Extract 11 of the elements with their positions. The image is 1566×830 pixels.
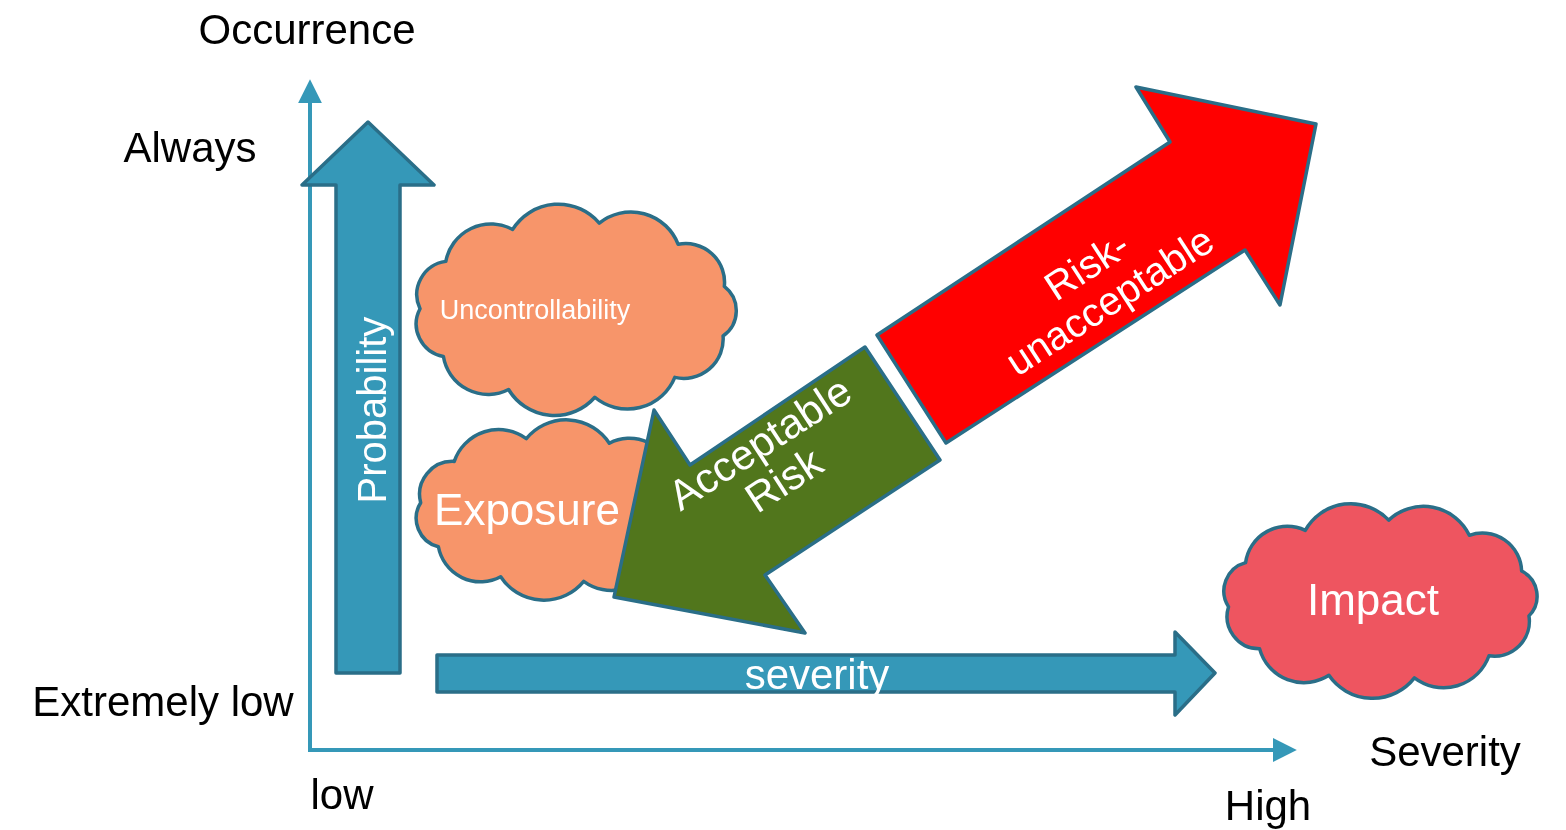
cloud-label: Impact	[1307, 576, 1439, 624]
axis-title: Severity	[1369, 728, 1521, 776]
cloud-label: Uncontrollability	[439, 295, 631, 325]
axis-label: low	[310, 771, 374, 819]
arrow-label: Probability	[351, 316, 393, 504]
axis-label: Always	[123, 124, 257, 172]
arrow-label: severity	[744, 652, 890, 698]
cloud-label: Exposure	[434, 486, 620, 534]
axis-label: Extremely low	[32, 678, 294, 726]
axis-label: High	[1224, 782, 1312, 830]
axis-title: Occurrence	[198, 6, 416, 54]
